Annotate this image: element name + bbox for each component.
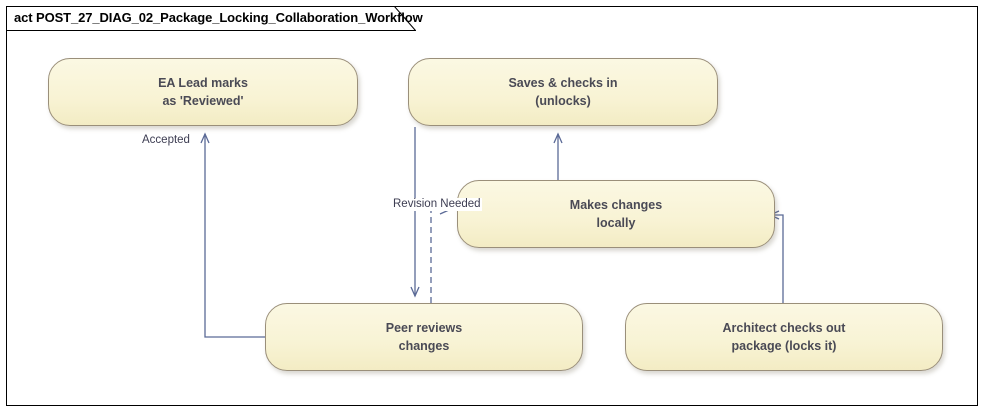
activity-node-label: Architect checks out package (locks it) [722, 320, 846, 353]
diagram-title: act POST_27_DIAG_02_Package_Locking_Coll… [14, 10, 423, 25]
activity-node-label: Peer reviews changes [385, 320, 463, 353]
activity-node-label: Saves & checks in (unlocks) [508, 75, 618, 108]
frame-title-tab-shape [6, 6, 416, 31]
activity-node-label: EA Lead marks as 'Reviewed' [158, 75, 248, 108]
edge-label-accepted: Accepted [141, 134, 191, 147]
activity-node-makes-changes-locally[interactable]: Makes changes locally [457, 180, 775, 248]
edge-label-revision-needed: Revision Needed [392, 198, 482, 211]
activity-node-label: Makes changes locally [569, 197, 663, 230]
activity-node-ea-lead-marks-reviewed[interactable]: EA Lead marks as 'Reviewed' [48, 58, 358, 126]
activity-node-peer-reviews-changes[interactable]: Peer reviews changes [265, 303, 583, 371]
frame-title-tab [6, 6, 416, 31]
activity-node-architect-checks-out-package[interactable]: Architect checks out package (locks it) [625, 303, 943, 371]
activity-node-saves-and-checks-in[interactable]: Saves & checks in (unlocks) [408, 58, 718, 126]
